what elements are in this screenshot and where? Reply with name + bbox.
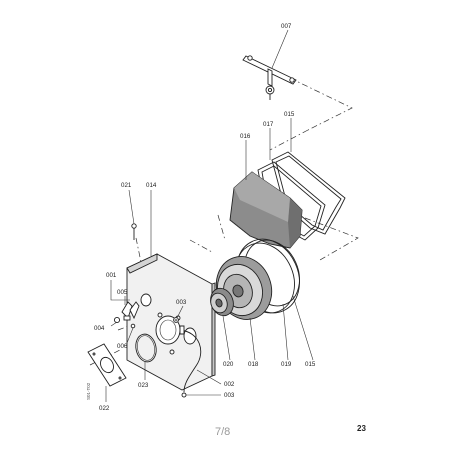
part-022-flange-plate <box>87 343 127 387</box>
part-020-motor-hub <box>210 287 234 317</box>
part-016-housing <box>229 171 303 249</box>
part-021-screw <box>131 223 137 240</box>
drawing-code: S01-T02 <box>86 382 91 400</box>
label-003-lower: 003 <box>224 392 235 399</box>
page-indicator: 7/8 <box>215 426 231 438</box>
label-023: 023 <box>138 382 149 389</box>
leader-lines <box>105 29 314 402</box>
label-016: 016 <box>240 133 251 140</box>
label-014: 014 <box>146 182 157 189</box>
label-005: 005 <box>117 289 128 296</box>
part-005-004-006-valve-hardware <box>113 301 140 329</box>
part-002-cable <box>179 325 202 398</box>
label-020: 020 <box>223 361 234 368</box>
label-015-bottom: 015 <box>305 361 316 368</box>
label-018: 018 <box>248 361 259 368</box>
label-007: 007 <box>281 23 292 30</box>
part-023-o-ring <box>135 333 157 363</box>
part-014-main-plate <box>126 253 216 391</box>
label-003-upper: 003 <box>176 299 187 306</box>
page-number: 23 <box>357 424 366 433</box>
part-007-connector-bar <box>242 55 297 100</box>
part-labels: 007 017 015 016 021 014 001 005 004 006 … <box>94 23 316 412</box>
label-022: 022 <box>99 405 110 412</box>
label-015-top: 015 <box>284 111 295 118</box>
label-006: 006 <box>117 343 128 350</box>
part-003-upper-grommet <box>173 317 179 323</box>
label-019: 019 <box>281 361 292 368</box>
label-001: 001 <box>106 272 117 279</box>
label-002: 002 <box>224 381 235 388</box>
label-017: 017 <box>263 121 274 128</box>
label-021: 021 <box>121 182 132 189</box>
label-004: 004 <box>94 325 105 332</box>
